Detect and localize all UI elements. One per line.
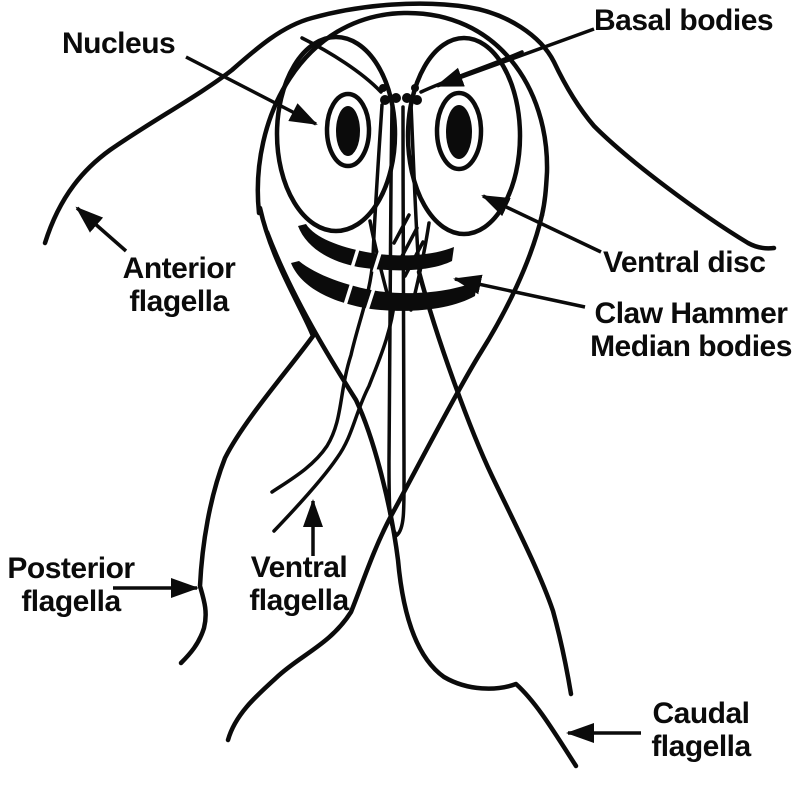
right-body-outline <box>225 212 545 743</box>
right-nucleus <box>446 105 472 159</box>
median-bodies-line1: Claw Hammer <box>594 297 788 330</box>
basal-bodies-dots <box>379 84 422 105</box>
ventral-flagella-label: Ventral flagella <box>249 551 349 617</box>
anterior-flagella-line2: flagella <box>129 285 229 318</box>
caudal-flagella-line2: flagella <box>651 730 751 763</box>
posterior-flagella-line2: flagella <box>21 585 121 618</box>
ventral-disc-right-lobe <box>405 35 523 237</box>
ventral-flagella-line2: flagella <box>249 584 349 617</box>
anterior-flagella-line1: Anterior <box>122 252 236 285</box>
basal-bodies-label-text: Basal bodies <box>594 4 774 37</box>
posterior-flagella-label: Posterior flagella <box>7 552 135 618</box>
median-bodies-arrow <box>453 274 586 309</box>
anterior-flagella-line <box>42 1 777 251</box>
caudal-flagella-label: Caudal flagella <box>651 697 751 763</box>
label-arrows <box>75 27 641 743</box>
posterior-flagella-line1: Posterior <box>7 552 135 585</box>
left-nucleus <box>336 106 360 156</box>
left-nucleus-outline <box>324 91 372 169</box>
ventral-disc-arrow <box>481 194 602 254</box>
nucleus-label: Nucleus <box>62 27 176 60</box>
median-body-lower <box>291 261 477 311</box>
tail-outline-caudal-flagellum <box>264 229 579 769</box>
caudal-flagellum-line <box>416 269 574 697</box>
flagella-root-left <box>300 36 383 94</box>
median-bodies-line2: Median bodies <box>590 330 792 363</box>
nucleus-label-text: Nucleus <box>62 27 176 60</box>
ventral-disc-label-text: Ventral disc <box>603 246 766 279</box>
median-bodies-label: Claw Hammer Median bodies <box>590 297 792 363</box>
ventral-flagella-line1: Ventral <box>250 551 348 584</box>
basal-bodies-label: Basal bodies <box>594 4 774 37</box>
ventral-disc-label: Ventral disc <box>603 246 766 279</box>
anterior-flagella-label: Anterior flagella <box>123 252 236 318</box>
ventral-flagellum-1 <box>270 103 384 494</box>
ventral-flagellum-2 <box>272 296 397 533</box>
median-body-upper <box>298 224 454 271</box>
right-nucleus-outline <box>434 90 484 172</box>
caudal-flagella-line1: Caudal <box>652 697 750 730</box>
basal-bodies-arrow <box>435 27 595 88</box>
nucleus-arrow <box>185 55 318 126</box>
anterior-flagella-arrow <box>75 206 128 253</box>
ventral-disc-left-lobe <box>274 34 398 234</box>
median-body-gaps <box>343 235 386 311</box>
